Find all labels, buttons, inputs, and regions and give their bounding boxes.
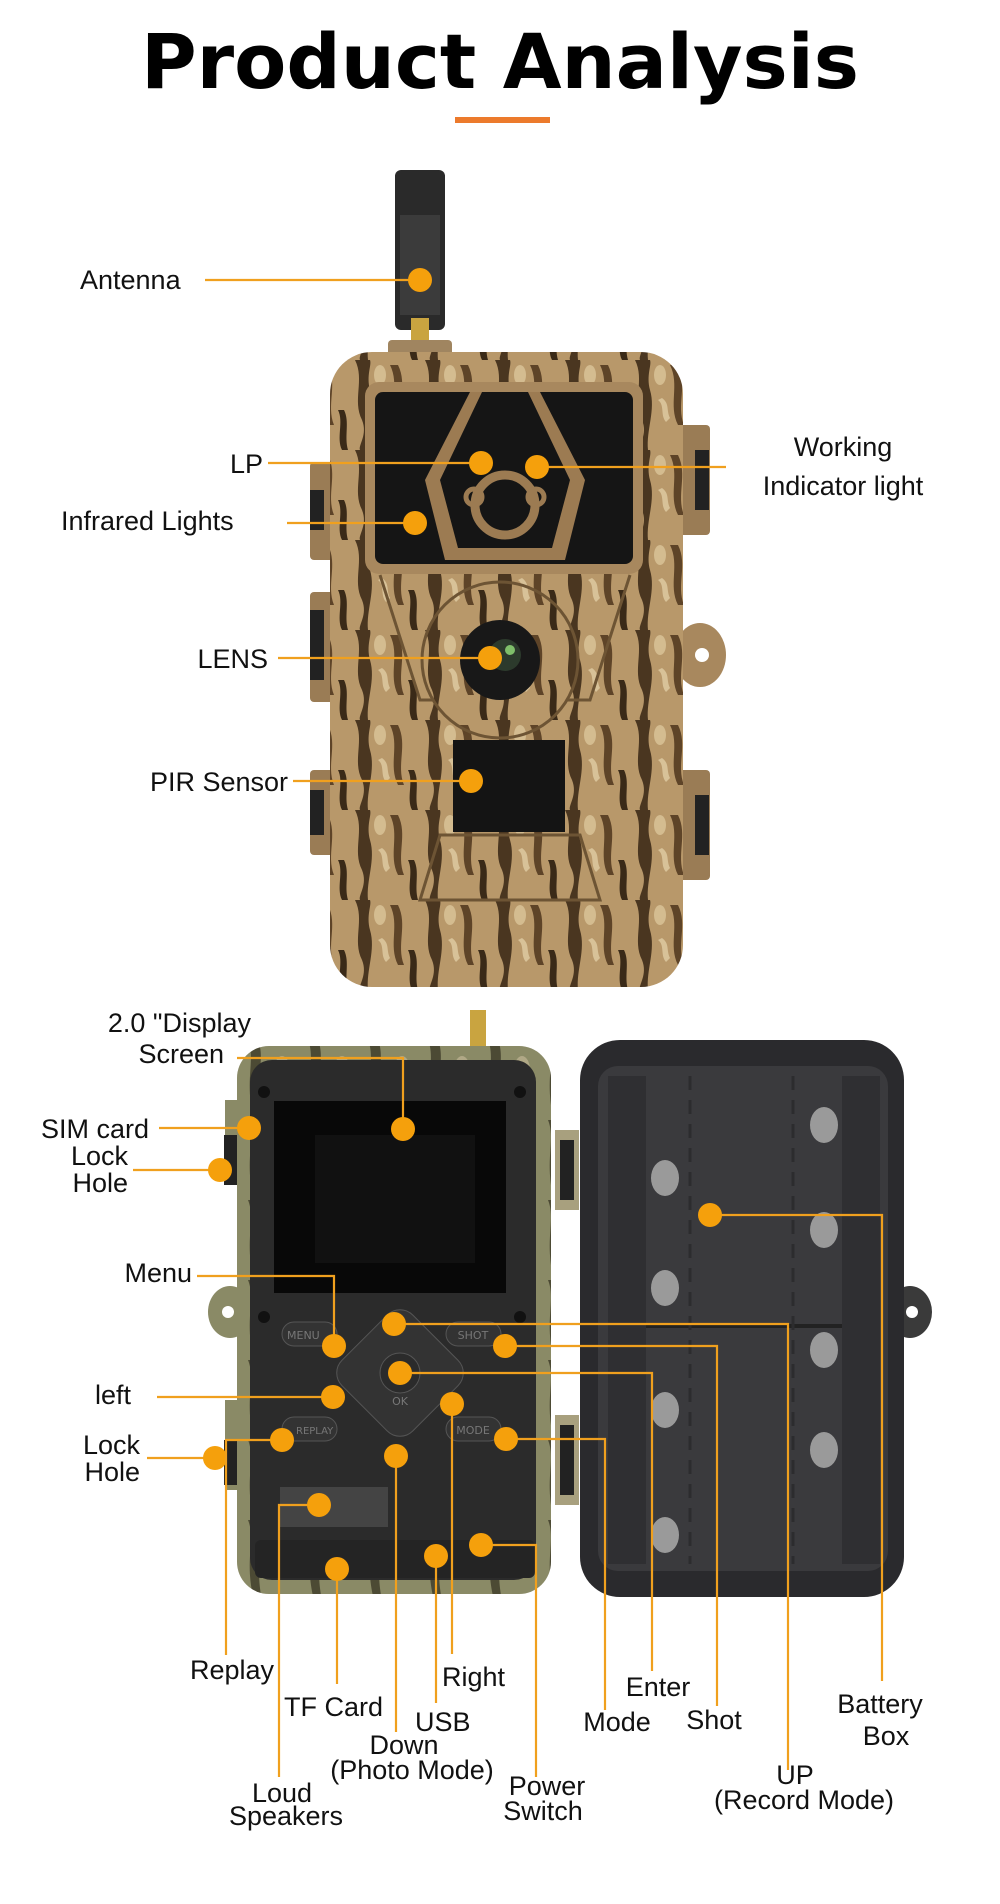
label-working-1: Working [794, 432, 893, 462]
callout-dot-pir [459, 769, 483, 793]
page-title: Product Analysis [141, 17, 859, 106]
label-lock2-2: Hole [84, 1457, 140, 1487]
callout-dot-left [321, 1385, 345, 1409]
label-mode: Mode [583, 1707, 651, 1737]
label-lp: LP [230, 449, 263, 479]
callout-line-speakers [277, 1503, 319, 1777]
label-infrared: Infrared Lights [61, 506, 234, 536]
callout-dot-power [469, 1533, 493, 1557]
callout-dot-sim [237, 1116, 261, 1140]
label-up-1: UP [776, 1760, 814, 1790]
callout-dot-usb [424, 1544, 448, 1568]
mode-button-mark: MODE [456, 1424, 490, 1437]
label-working-2: Indicator light [763, 471, 924, 501]
callout-line-shot [505, 1344, 719, 1706]
label-tf: TF Card [284, 1692, 383, 1722]
label-loud-2: Speakers [229, 1801, 343, 1831]
callout-dot-tf [325, 1557, 349, 1581]
callout-dot-speakers [307, 1493, 331, 1517]
callout-dot-lens [478, 646, 502, 670]
label-menu: Menu [124, 1258, 192, 1288]
label-display-2: Screen [138, 1039, 224, 1069]
callout-line-display [237, 1056, 405, 1129]
callout-dot-down [384, 1444, 408, 1468]
callout-dot-replay [270, 1428, 294, 1452]
label-lock1-2: Hole [72, 1168, 128, 1198]
label-antenna: Antenna [80, 265, 182, 295]
callout-dot-display [391, 1117, 415, 1141]
callout-line-mode [506, 1437, 607, 1710]
callout-dot-infrared [403, 511, 427, 535]
callout-line-power [481, 1543, 538, 1777]
label-shot: Shot [686, 1705, 742, 1735]
callout-line-enter [400, 1371, 654, 1671]
label-battery-2: Box [863, 1721, 910, 1751]
callout-dot-lock1 [208, 1158, 232, 1182]
callout-line-up [394, 1322, 790, 1770]
label-sim: SIM card [41, 1114, 149, 1144]
replay-button-mark: REPLAY [296, 1426, 334, 1437]
label-enter: Enter [626, 1672, 691, 1702]
label-up-2: (Record Mode) [714, 1785, 894, 1815]
label-lens: LENS [197, 644, 268, 674]
label-pir: PIR Sensor [150, 767, 288, 797]
callout-dot-right [440, 1392, 464, 1416]
label-lock1-1: Lock [71, 1141, 129, 1171]
label-display-1: 2.0 "Display [108, 1008, 252, 1038]
title-underline [455, 117, 550, 123]
menu-button-mark: MENU [287, 1329, 320, 1342]
callout-dot-lp [469, 451, 493, 475]
front-camera-image [310, 170, 726, 987]
callout-dot-battery [698, 1203, 722, 1227]
callout-dot-menu [322, 1334, 346, 1358]
label-right: Right [442, 1662, 506, 1692]
label-down-2: (Photo Mode) [330, 1755, 494, 1785]
label-battery-1: Battery [837, 1689, 923, 1719]
shot-button-mark: SHOT [458, 1329, 489, 1342]
label-power-1: Power [509, 1771, 586, 1801]
label-usb: USB [415, 1707, 471, 1737]
callout-dot-antenna [408, 268, 432, 292]
callout-dot-shot [493, 1334, 517, 1358]
label-down-1: Down [369, 1730, 438, 1760]
label-replay: Replay [190, 1655, 275, 1685]
callout-dot-mode [494, 1427, 518, 1451]
callout-dot-lock2 [203, 1446, 227, 1470]
label-left: left [95, 1380, 132, 1410]
label-loud-1: Loud [252, 1778, 312, 1808]
callout-dot-up [382, 1312, 406, 1336]
label-lock2-1: Lock [83, 1430, 141, 1460]
ok-button-mark: OK [392, 1395, 409, 1408]
label-power-2: Switch [503, 1796, 583, 1826]
callout-dot-enter [388, 1361, 412, 1385]
callout-line-menu [197, 1274, 336, 1346]
callout-dot-working-indicator [525, 455, 549, 479]
callout-line-replay [224, 1438, 282, 1655]
callout-line-battery [710, 1213, 884, 1681]
